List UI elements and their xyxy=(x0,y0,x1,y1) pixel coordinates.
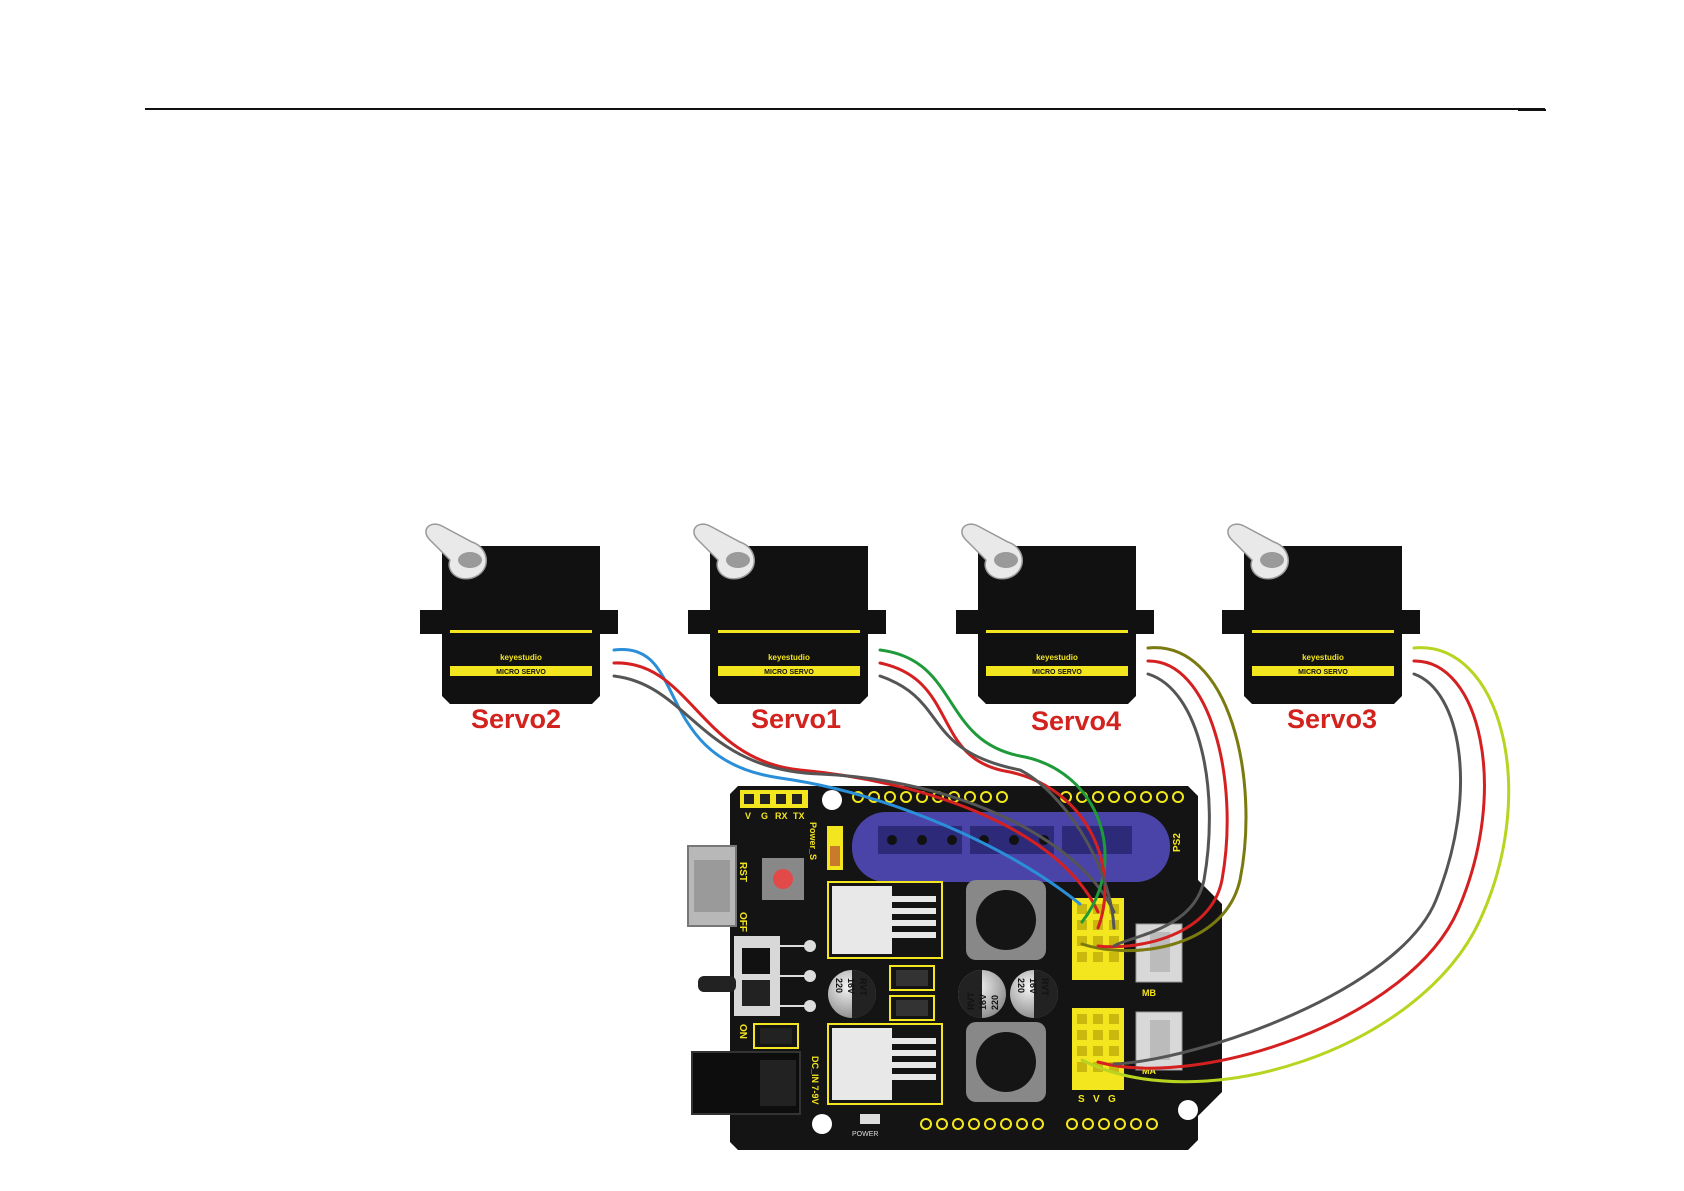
power-switch-label: Power_S xyxy=(808,822,818,860)
servo4-label: Servo4 xyxy=(1031,706,1121,736)
capacitor-2: 220 16V RVT xyxy=(958,970,1006,1018)
power-led xyxy=(860,1114,880,1124)
servo2-label: Servo2 xyxy=(471,704,561,734)
servo-model: MICRO SERVO xyxy=(496,669,546,676)
servo-brand: keyestudio xyxy=(500,653,542,662)
servo-brand: keyestudio xyxy=(1036,653,1078,662)
inductor-top xyxy=(966,880,1046,960)
cap2-voltage: 16V xyxy=(978,994,988,1010)
servo-horn xyxy=(962,524,1022,579)
cap2-value: 220 xyxy=(990,995,1000,1010)
servo-header-bottom xyxy=(1072,1008,1124,1090)
motor-b-label: MB xyxy=(1142,988,1156,998)
servo-2: keyestudio MICRO SERVO xyxy=(420,524,618,704)
capacitor-3: 220 16V RVT xyxy=(1010,970,1058,1018)
servo-brand: keyestudio xyxy=(768,653,810,662)
cap2-brand: RVT xyxy=(966,992,976,1010)
servo-3: keyestudio MICRO SERVO xyxy=(1222,524,1420,704)
cap1-value: 220 xyxy=(834,978,844,993)
servo-model: MICRO SERVO xyxy=(1298,669,1348,676)
bottom-pin-row xyxy=(921,1119,1157,1129)
dc-in-label: DC_IN 7-9V xyxy=(810,1056,820,1105)
servo-1: keyestudio MICRO SERVO xyxy=(688,524,886,704)
serial-pin-g: G xyxy=(761,811,768,821)
power-led-label: POWER xyxy=(852,1131,878,1138)
off-label: OFF xyxy=(737,912,748,932)
cap1-voltage: 16V xyxy=(846,978,856,994)
servo-brand: keyestudio xyxy=(1302,653,1344,662)
reset-label: RST xyxy=(737,862,748,882)
cap3-voltage: 16V xyxy=(1028,978,1038,994)
servo-horn xyxy=(694,524,754,579)
servo-horn xyxy=(1228,524,1288,579)
servo-model: MICRO SERVO xyxy=(764,669,814,676)
header-label-s: S xyxy=(1078,1094,1085,1105)
servo-model: MICRO SERVO xyxy=(1032,669,1082,676)
serial-pin-rx: RX xyxy=(775,811,788,821)
servo1-label: Servo1 xyxy=(751,704,841,734)
servo3-label: Servo3 xyxy=(1287,704,1377,734)
serial-pin-tx: TX xyxy=(793,811,805,821)
capacitor-1: 220 16V RVT xyxy=(828,970,876,1018)
serial-pin-v: V xyxy=(745,811,751,821)
header-label-g: G xyxy=(1108,1094,1116,1105)
cap3-brand: RVT xyxy=(1040,978,1050,996)
cap1-brand: RVT xyxy=(858,978,868,996)
cap3-value: 220 xyxy=(1016,978,1026,993)
driver-board: V G RX TX PS2 Pow xyxy=(688,786,1222,1150)
servo-horn xyxy=(426,524,486,579)
servo-4: keyestudio MICRO SERVO xyxy=(956,524,1154,704)
ps2-label: PS2 xyxy=(1172,833,1183,852)
on-label: ON xyxy=(737,1024,748,1039)
header-label-v: V xyxy=(1093,1094,1100,1105)
inductor-bottom xyxy=(966,1022,1046,1102)
